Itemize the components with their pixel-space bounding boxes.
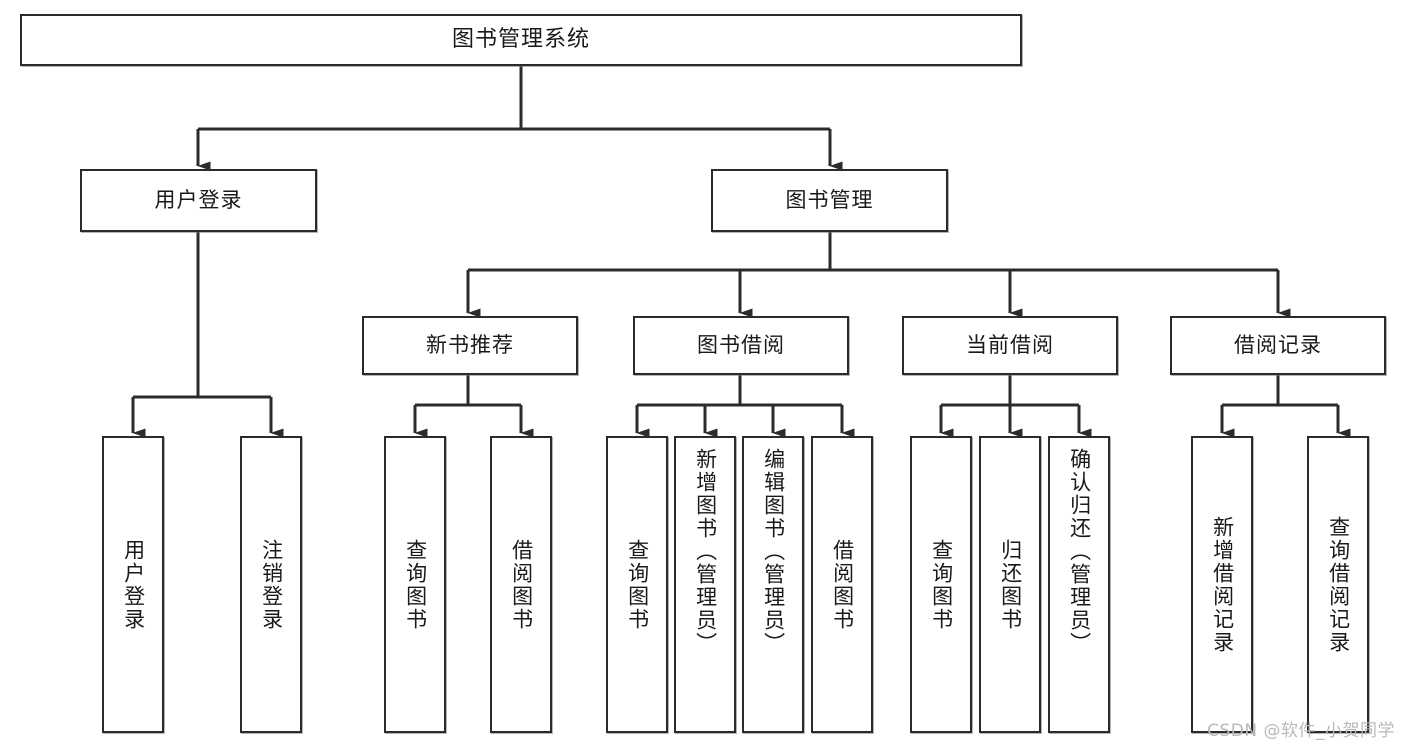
node-borrow-record-label: 借阅记录: [1234, 332, 1322, 357]
node-book-management-label: 图书管理: [785, 187, 874, 212]
node-leaf-query-book-1[interactable]: 查询图书: [384, 436, 446, 733]
node-leaf-return-book[interactable]: 归还图书: [979, 436, 1041, 733]
node-leaf-query-book-1-label: 查询图书: [403, 538, 428, 631]
node-leaf-query-book-3-label: 查询图书: [929, 538, 954, 631]
csdn-watermark: CSDN @软件_小贺同学: [1207, 721, 1395, 741]
node-leaf-add-book-label: 新增图书（管理员）: [693, 448, 718, 655]
node-root-label: 图书管理系统: [451, 26, 590, 52]
node-leaf-edit-book[interactable]: 编辑图书（管理员）: [742, 436, 804, 733]
node-current-borrow[interactable]: 当前借阅: [902, 316, 1118, 375]
node-leaf-confirm-return-label: 确认归还（管理员）: [1067, 448, 1092, 655]
node-leaf-edit-book-label: 编辑图书（管理员）: [761, 448, 786, 655]
node-leaf-logout-label: 注销登录: [259, 538, 284, 631]
node-leaf-borrow-book-1-label: 借阅图书: [509, 538, 534, 631]
node-leaf-confirm-return[interactable]: 确认归还（管理员）: [1048, 436, 1110, 733]
node-leaf-borrow-book-2-label: 借阅图书: [830, 538, 855, 631]
node-book-borrow-label: 图书借阅: [697, 332, 785, 357]
node-leaf-user-login-label: 用户登录: [121, 538, 146, 631]
node-leaf-query-book-3[interactable]: 查询图书: [910, 436, 972, 733]
node-leaf-borrow-book-1[interactable]: 借阅图书: [490, 436, 552, 733]
node-leaf-query-record-label: 查询借阅记录: [1326, 515, 1351, 654]
node-new-book-recommend[interactable]: 新书推荐: [362, 316, 578, 375]
node-leaf-add-record-label: 新增借阅记录: [1210, 515, 1235, 654]
node-leaf-query-book-2-label: 查询图书: [625, 538, 650, 631]
node-leaf-borrow-book-2[interactable]: 借阅图书: [811, 436, 873, 733]
node-root-book-management-system[interactable]: 图书管理系统: [20, 14, 1022, 66]
node-book-management[interactable]: 图书管理: [711, 169, 948, 232]
node-leaf-add-book[interactable]: 新增图书（管理员）: [674, 436, 736, 733]
node-leaf-add-record[interactable]: 新增借阅记录: [1191, 436, 1253, 733]
node-new-book-recommend-label: 新书推荐: [426, 332, 514, 357]
node-borrow-record[interactable]: 借阅记录: [1170, 316, 1386, 375]
node-current-borrow-label: 当前借阅: [966, 332, 1054, 357]
node-leaf-query-record[interactable]: 查询借阅记录: [1307, 436, 1369, 733]
node-user-login[interactable]: 用户登录: [80, 169, 317, 232]
node-user-login-label: 用户登录: [154, 187, 243, 212]
node-book-borrow[interactable]: 图书借阅: [633, 316, 849, 375]
node-leaf-logout[interactable]: 注销登录: [240, 436, 302, 733]
node-leaf-query-book-2[interactable]: 查询图书: [606, 436, 668, 733]
node-leaf-user-login[interactable]: 用户登录: [102, 436, 164, 733]
node-leaf-return-book-label: 归还图书: [998, 538, 1023, 631]
